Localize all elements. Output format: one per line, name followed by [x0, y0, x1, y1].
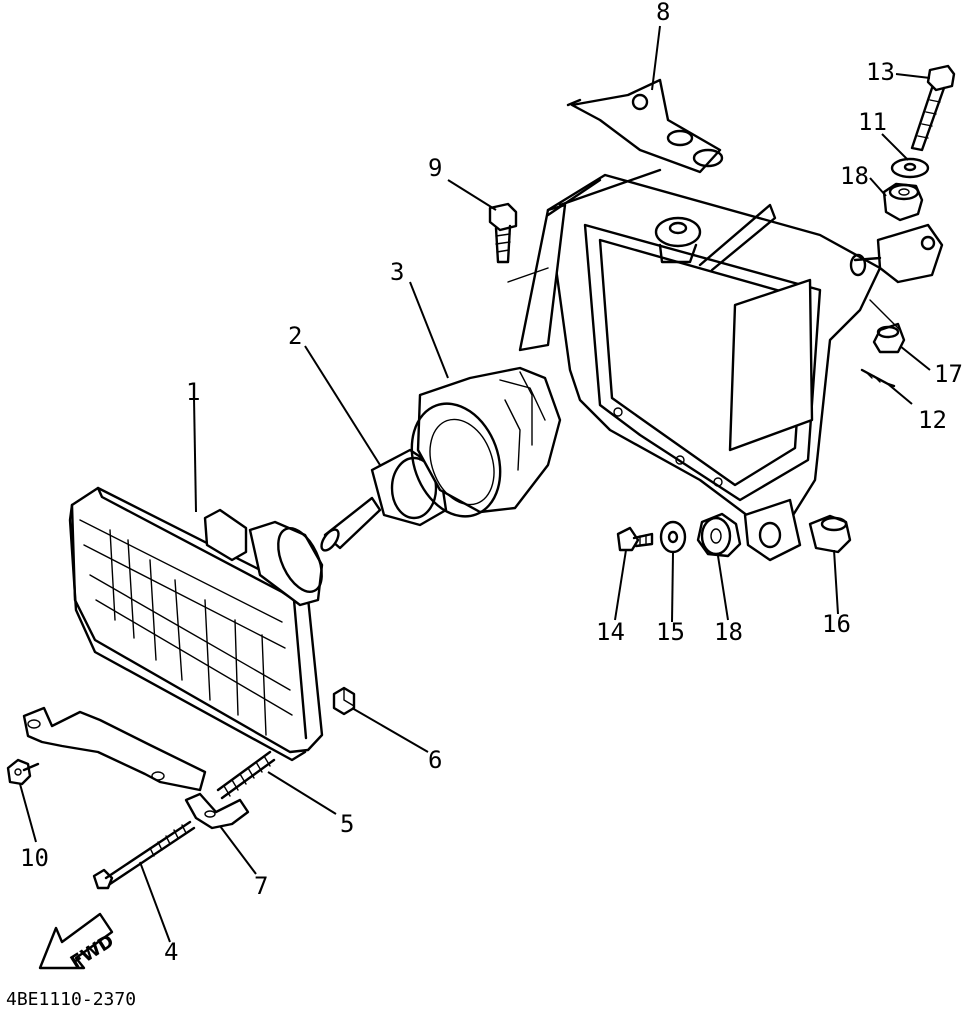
callout-8: 8 — [656, 0, 670, 26]
callout-2: 2 — [288, 322, 302, 350]
forward-direction-arrow: FWD — [38, 912, 118, 973]
callout-17: 17 — [934, 360, 963, 388]
leader-lines — [19, 25, 931, 943]
screw-10 — [6, 758, 40, 786]
callout-3: 3 — [390, 258, 404, 286]
nut-6 — [332, 686, 356, 716]
callout-18-bottom: 18 — [714, 618, 743, 646]
headlight-unit — [68, 486, 324, 762]
headlight-lower-stay — [22, 706, 207, 792]
collar-16 — [808, 514, 852, 554]
callout-11: 11 — [858, 108, 887, 136]
bolt-9 — [488, 202, 549, 283]
grommet-18-bottom — [696, 512, 742, 558]
pin-12 — [860, 368, 896, 388]
callout-18-top: 18 — [840, 162, 869, 190]
callout-16: 16 — [822, 610, 851, 638]
callout-5: 5 — [340, 810, 354, 838]
callout-6: 6 — [428, 746, 442, 774]
washer-15 — [659, 520, 687, 554]
callout-1: 1 — [186, 378, 200, 406]
callout-15: 15 — [656, 618, 685, 646]
collar-17 — [869, 299, 906, 354]
washer-11 — [890, 157, 930, 179]
headlight-stay-bracket — [518, 78, 944, 562]
drawing-code: 4BE1110-2370 — [6, 989, 136, 1009]
callout-4: 4 — [164, 938, 178, 966]
spring-5 — [216, 750, 276, 800]
screw-4 — [92, 820, 196, 890]
grommet-18-top — [882, 182, 924, 222]
callout-13: 13 — [866, 58, 895, 86]
callout-7: 7 — [254, 872, 268, 900]
bulb-socket-ring — [410, 366, 562, 518]
callout-12: 12 — [918, 406, 947, 434]
callout-14: 14 — [596, 618, 625, 646]
bolt-13 — [910, 64, 956, 152]
callout-10: 10 — [20, 844, 49, 872]
screw-14 — [616, 526, 654, 552]
callout-9: 9 — [428, 154, 442, 182]
callout-labels: 1 2 3 4 5 6 7 8 9 10 11 12 13 14 15 16 1… — [20, 0, 963, 966]
bracket-7 — [184, 792, 250, 830]
